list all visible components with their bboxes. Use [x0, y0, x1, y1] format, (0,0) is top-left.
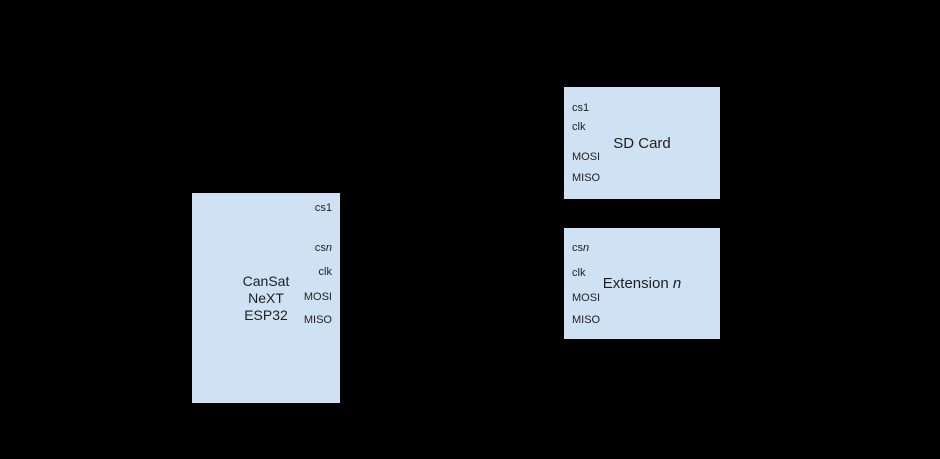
extension-title-italic: n: [672, 275, 682, 292]
esp32-title-line2: NeXT: [248, 289, 284, 306]
extension-pin-csn-italic: n: [583, 242, 590, 254]
extension-pin-clk: clk: [572, 267, 586, 279]
extension-pin-mosi: MOSI: [572, 292, 601, 304]
sd-pin-clk: clk: [572, 121, 586, 133]
extension-pin-csn-text: cs: [572, 242, 583, 254]
sd-pin-mosi: MOSI: [572, 151, 601, 163]
extension-block: Extension n csn clk MOSI MISO: [564, 228, 720, 339]
esp32-pin-cs1: cs1: [314, 202, 332, 214]
esp32-pin-mosi: MOSI: [303, 291, 332, 303]
sd-pin-miso: MISO: [572, 172, 601, 184]
esp32-pin-miso: MISO: [303, 314, 332, 326]
esp32-pin-csn-text: cs: [314, 242, 326, 254]
esp32-block: CanSat NeXT ESP32 cs1 csn clk MOSI MISO: [192, 193, 340, 403]
extension-title-text: Extension: [602, 275, 673, 292]
sd-card-title: SD Card: [613, 134, 671, 152]
sd-card-block: SD Card cs1 clk MOSI MISO: [564, 87, 720, 199]
esp32-pin-csn: csn: [315, 242, 332, 254]
extension-pin-csn: csn: [572, 242, 589, 254]
esp32-title-line1: CanSat: [242, 272, 290, 289]
extension-title: Extension n: [603, 275, 681, 292]
extension-pin-miso: MISO: [572, 314, 601, 326]
esp32-title-line3: ESP32: [244, 306, 288, 323]
esp32-pin-clk: clk: [318, 266, 332, 278]
sd-pin-cs1: cs1: [572, 102, 590, 114]
esp32-pin-csn-italic: n: [325, 242, 332, 254]
